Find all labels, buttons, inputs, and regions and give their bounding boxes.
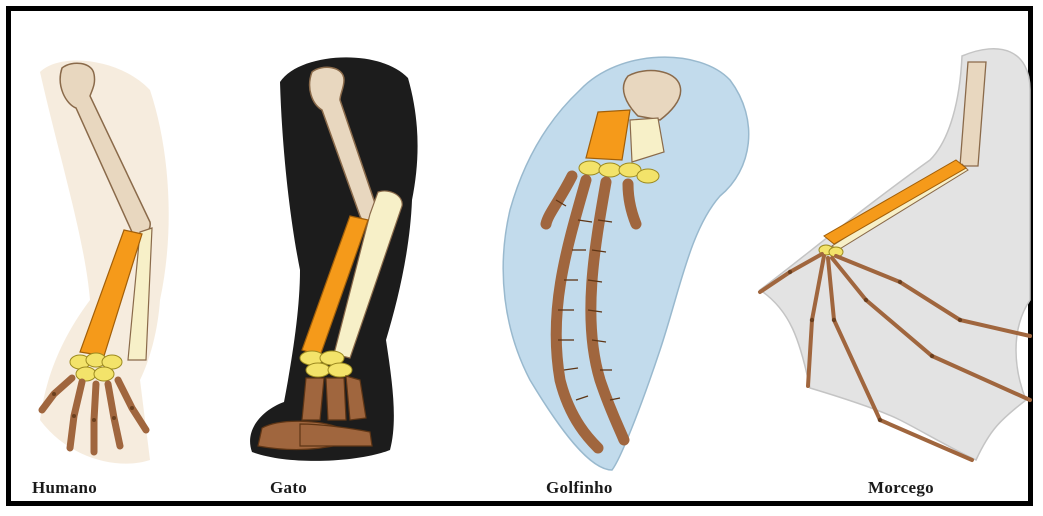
bat-membrane [760,49,1030,460]
label-bat: Morcego [868,478,934,498]
label-dolphin: Golfinho [546,478,613,498]
bat-wing [760,49,1030,460]
label-cat: Gato [270,478,307,498]
cat-leg [250,57,418,460]
human-arm [40,60,169,463]
dolphin-flipper [503,57,749,470]
label-human: Humano [32,478,97,498]
